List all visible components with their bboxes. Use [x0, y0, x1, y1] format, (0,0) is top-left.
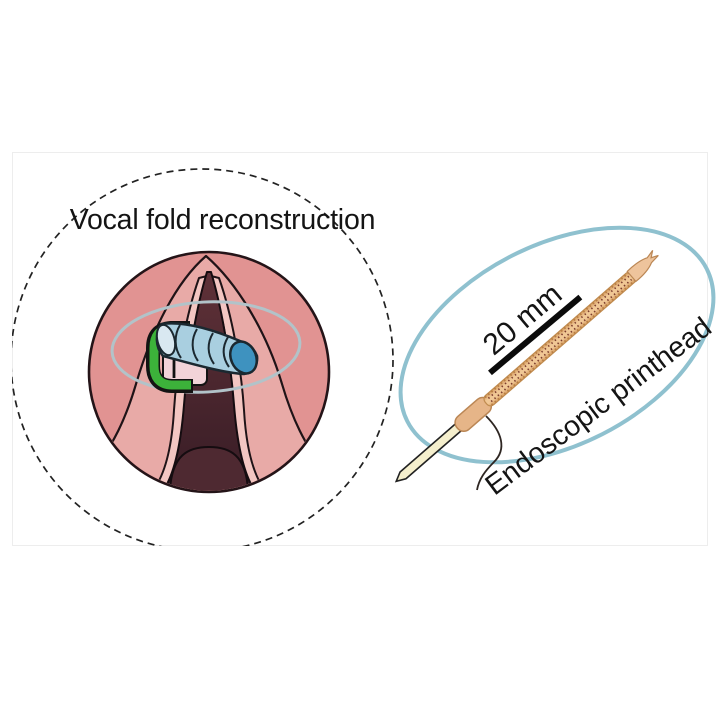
- dashed-circle: [12, 168, 394, 546]
- scope-ring: [110, 300, 302, 394]
- tracheal-dome: [168, 445, 250, 491]
- device-wire: [476, 415, 503, 491]
- implant-first-disc: [155, 323, 177, 357]
- left-title: Vocal fold reconstruction: [69, 204, 376, 236]
- device-head: [626, 250, 659, 283]
- implant-end-cap: [229, 340, 258, 375]
- larynx-illustration: [87, 250, 331, 494]
- highlight-ellipse: [398, 225, 716, 465]
- printed-implant: [155, 322, 259, 376]
- printhead-device: [394, 250, 659, 491]
- nozzle-dot-rows: [487, 275, 633, 403]
